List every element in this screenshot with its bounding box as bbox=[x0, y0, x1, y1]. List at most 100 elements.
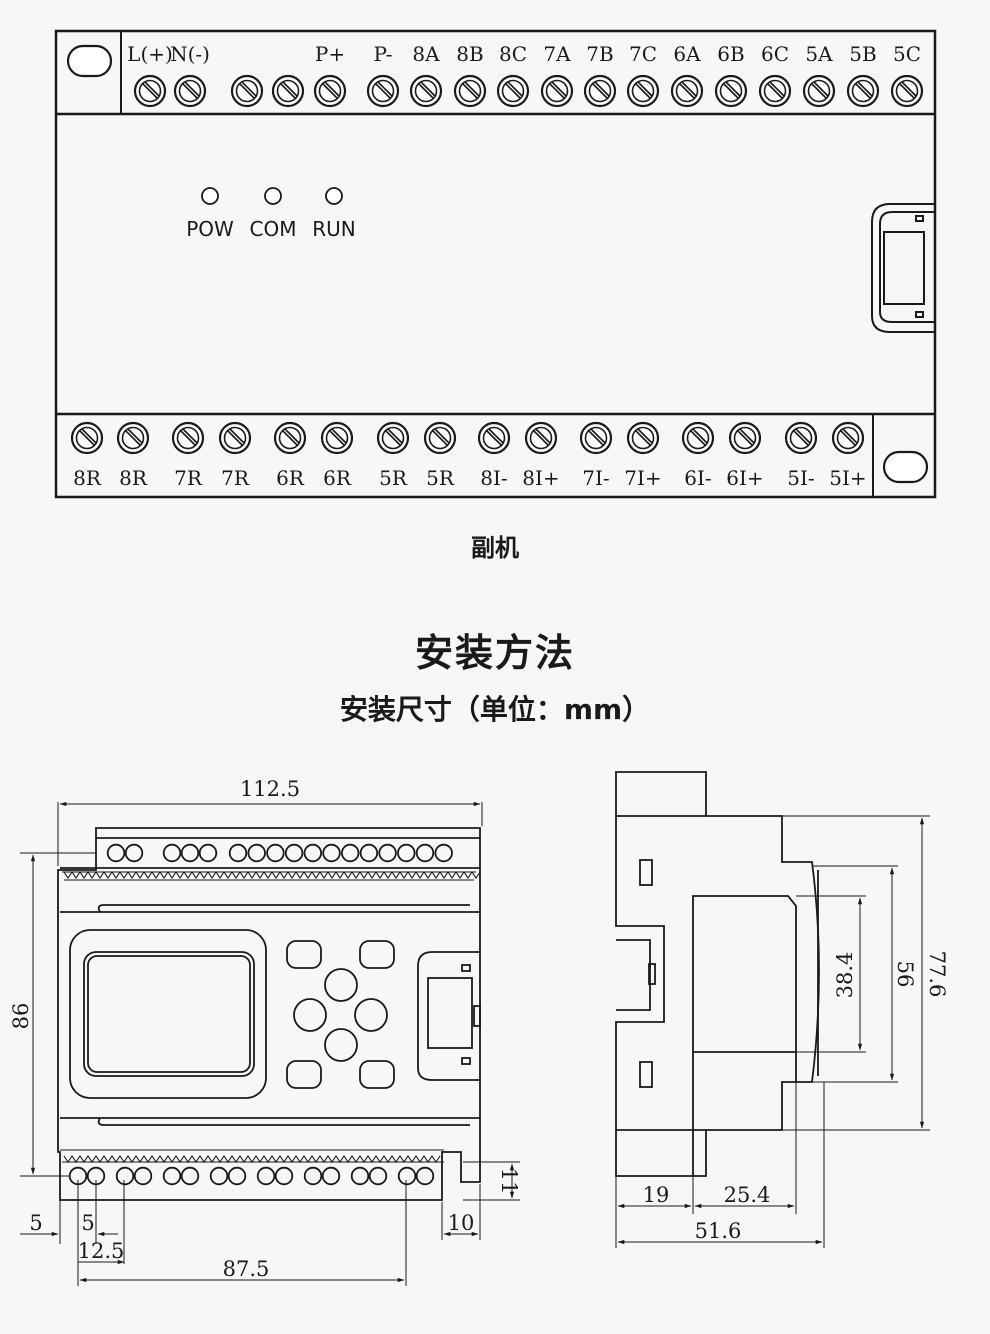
dim-top-hole bbox=[434, 843, 453, 863]
led-pow-icon bbox=[201, 187, 219, 205]
top-terminal-label: 6C bbox=[761, 42, 789, 66]
top-terminal-screw bbox=[890, 74, 924, 108]
dim-width-total: 112.5 bbox=[240, 777, 300, 801]
dim-top-hole bbox=[198, 843, 218, 863]
top-terminal-label: N(-) bbox=[170, 42, 210, 66]
bottom-terminal-screw bbox=[273, 421, 307, 455]
bottom-terminal-label: 8R bbox=[73, 466, 102, 490]
top-terminal-screw bbox=[583, 74, 617, 108]
dim-top-hole bbox=[359, 843, 379, 863]
top-terminal-label: 7C bbox=[629, 42, 657, 66]
dim-pin-offset: 5 bbox=[81, 1211, 94, 1235]
top-terminal-label: 8B bbox=[456, 42, 483, 66]
bottom-terminal-screw bbox=[218, 421, 252, 455]
top-terminal-label: 6B bbox=[717, 42, 744, 66]
dim-hole-offset: 5 bbox=[29, 1211, 42, 1235]
top-terminal-label: 5C bbox=[893, 42, 921, 66]
dim-top-hole bbox=[322, 843, 341, 863]
bottom-terminal-label: 6R bbox=[323, 466, 352, 490]
dim-right-edge-w: 10 bbox=[448, 1211, 475, 1235]
unit-caption: 副机 bbox=[471, 534, 519, 562]
dim-side-19: 19 bbox=[643, 1183, 670, 1207]
dimension-front-view bbox=[20, 801, 520, 1286]
bottom-terminal-screw bbox=[626, 421, 660, 455]
section-subtitle: 安装尺寸（单位：mm） bbox=[339, 693, 651, 726]
bottom-terminal-screw bbox=[831, 421, 865, 455]
dim-top-hole bbox=[247, 843, 266, 863]
dim-bottom-hole bbox=[227, 1166, 247, 1186]
mount-hole-left bbox=[66, 44, 113, 78]
top-terminal-screw bbox=[540, 74, 574, 108]
led-label: COM bbox=[250, 217, 297, 241]
bottom-terminal-label: 8R bbox=[119, 466, 148, 490]
led-run-icon bbox=[325, 187, 343, 205]
bottom-terminal-label: 7R bbox=[174, 466, 203, 490]
dim-bottom-hole bbox=[180, 1166, 200, 1186]
dim-bottom-hole bbox=[162, 1166, 182, 1186]
dim-bottom-hole bbox=[303, 1166, 323, 1186]
bottom-terminal-screw bbox=[116, 421, 150, 455]
dim-top-hole bbox=[341, 843, 360, 863]
top-terminal-label: 8C bbox=[499, 42, 527, 66]
led-label: RUN bbox=[312, 217, 356, 241]
dim-height-total: 86 bbox=[9, 1003, 33, 1030]
bottom-terminal-screw bbox=[524, 421, 558, 455]
dim-top-hole bbox=[180, 843, 200, 863]
dim-top-hole bbox=[378, 843, 397, 863]
dimension-side-view bbox=[615, 771, 930, 1248]
dim-top-hole bbox=[397, 843, 416, 863]
top-terminal-label: 7A bbox=[543, 42, 571, 66]
top-terminal-screw bbox=[714, 74, 748, 108]
dim-side-total: 51.6 bbox=[695, 1219, 742, 1243]
dim-bottom-hole bbox=[256, 1166, 276, 1186]
bottom-terminal-label: 5R bbox=[379, 466, 408, 490]
top-terminal-screw bbox=[230, 74, 264, 108]
dim-side-56: 56 bbox=[893, 961, 917, 988]
dim-bottom-hole bbox=[368, 1166, 388, 1186]
top-terminal-screw bbox=[271, 74, 305, 108]
expansion-port bbox=[871, 203, 935, 333]
dim-top-hole bbox=[162, 843, 182, 863]
top-terminal-screw bbox=[846, 74, 880, 108]
bottom-terminal-screw bbox=[423, 421, 457, 455]
bottom-terminal-label: 5I- bbox=[787, 466, 814, 490]
dim-top-hole bbox=[284, 843, 304, 863]
dim-bottom-hole bbox=[350, 1166, 370, 1186]
bottom-terminal-label: 5R bbox=[426, 466, 455, 490]
dim-top-hole bbox=[106, 843, 126, 863]
dim-bottom-hole bbox=[274, 1166, 294, 1186]
bottom-terminal-label: 6R bbox=[276, 466, 305, 490]
top-terminal-label: P- bbox=[373, 42, 392, 66]
mount-hole-right bbox=[882, 450, 929, 484]
bottom-terminal-label: 7I+ bbox=[624, 466, 661, 490]
top-terminal-screw bbox=[802, 74, 836, 108]
top-terminal-screw bbox=[366, 74, 400, 108]
section-title: 安装方法 bbox=[414, 631, 575, 675]
dim-bottom-hole bbox=[397, 1166, 417, 1186]
dimension-labels: 112.5 86 5 5 12.5 87.5 10 11 19 25.4 51.… bbox=[9, 777, 949, 1281]
led-com-icon bbox=[264, 187, 282, 205]
bottom-terminal-label: 7I- bbox=[582, 466, 609, 490]
dim-top-hole bbox=[303, 843, 323, 863]
dim-right-edge-h: 11 bbox=[497, 1168, 521, 1195]
bottom-terminal-screw bbox=[784, 421, 818, 455]
dim-top-hole bbox=[228, 843, 248, 863]
bottom-terminal-screw bbox=[70, 421, 104, 455]
top-terminal-screw bbox=[758, 74, 792, 108]
bottom-terminal-screw bbox=[320, 421, 354, 455]
bottom-terminal-screw bbox=[728, 421, 762, 455]
dim-pin-span: 87.5 bbox=[223, 1257, 270, 1281]
bottom-terminal-label: 5I+ bbox=[829, 466, 866, 490]
top-terminal-screw bbox=[453, 74, 487, 108]
bottom-terminal-screw bbox=[171, 421, 205, 455]
dim-side-25: 25.4 bbox=[724, 1183, 771, 1207]
top-terminal-label: 5B bbox=[849, 42, 876, 66]
front-outline bbox=[54, 29, 937, 499]
top-terminal-label: 8A bbox=[412, 42, 440, 66]
top-terminal-label: L(+) bbox=[127, 42, 173, 66]
